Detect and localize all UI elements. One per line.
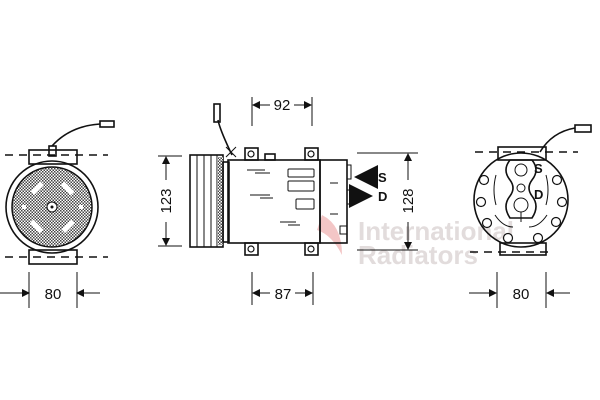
rear-discharge-label: D [534,187,543,202]
side-right-dimension: 128 [400,188,417,213]
rear-width-dimension: 80 [513,286,530,303]
side-left-dimension: 123 [158,188,175,213]
side-top-dimension: 92 [274,97,291,114]
watermark-line2: Radiators [358,240,478,270]
side-bottom-dimension: 87 [275,286,292,303]
front-width-dimension: 80 [45,286,62,303]
rear-suction-label: S [534,161,543,176]
side-suction-label: S [378,170,387,185]
front-view: 80 [0,120,115,308]
side-discharge-label: D [378,189,387,204]
watermark-logo [317,215,342,255]
side-view: 92 87 123 128 S D [158,97,418,305]
watermark: International Radiators [317,215,514,270]
rear-view: S D 80 [469,124,592,308]
